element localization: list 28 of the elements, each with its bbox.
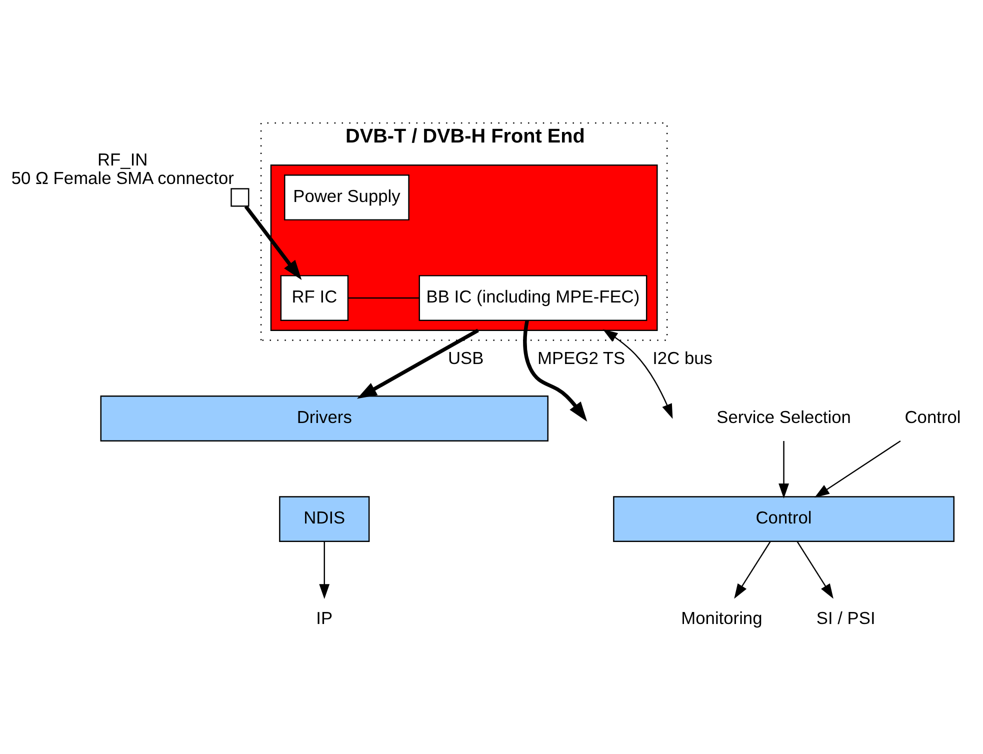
arrow [814,440,900,498]
node-text: Service Selection [716,406,850,427]
cluster [270,164,658,330]
node-box: Drivers [100,395,548,441]
node-text: SI / PSI [816,608,875,628]
node-box: Control [612,496,954,542]
node-text: Monitoring [680,608,762,628]
node-box: RF IC [280,274,348,320]
arrow [602,328,672,418]
arrow [734,540,770,598]
node-label: RF_IN [97,148,148,169]
node-box [230,188,249,206]
arrow [778,440,788,498]
connector [348,296,419,298]
edge-label: MPEG2 TS [537,348,625,368]
node-box: NDIS [278,496,370,542]
node-text: Control [904,406,960,427]
node-box: Power Supply [284,174,409,220]
node-label: 50 Ω Female SMA connector [10,168,234,188]
arrow [796,540,833,598]
edge-label: USB [447,348,484,368]
edge-label: I2C bus [652,348,712,368]
arrow [244,204,302,280]
node-box: BB IC (including MPE-FEC) [418,274,647,320]
arrow [522,320,587,422]
arrow [356,328,478,398]
node-text: IP [316,608,332,628]
arrow [318,541,330,599]
